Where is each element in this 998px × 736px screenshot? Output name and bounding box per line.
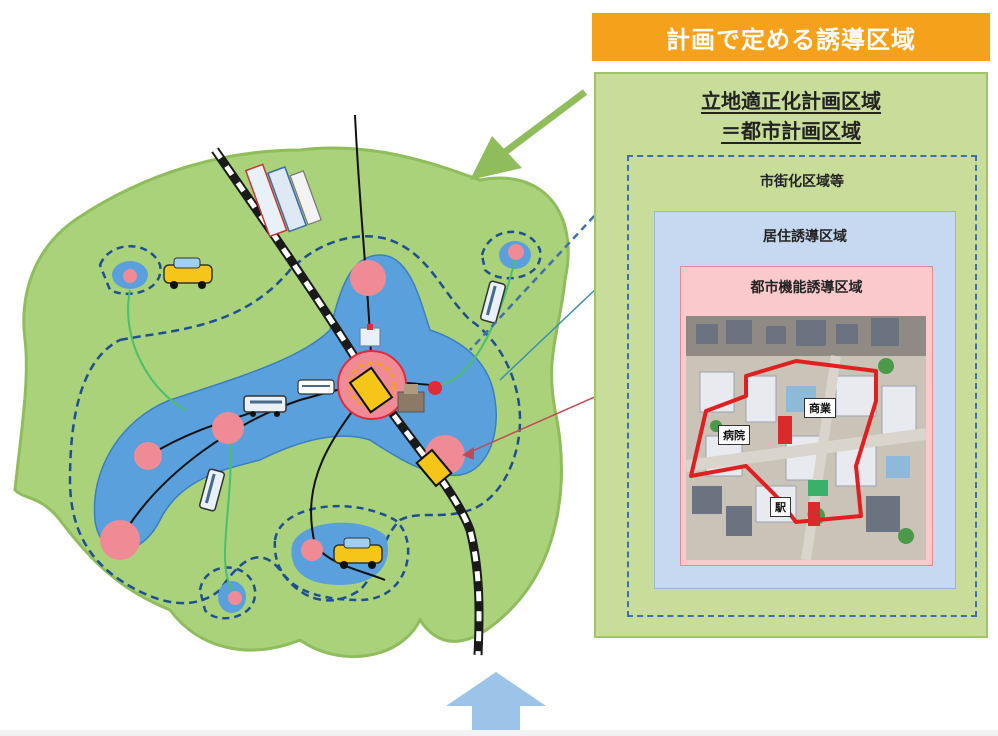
hub xyxy=(100,520,140,560)
hub xyxy=(350,260,386,296)
enclave-boundary-ne xyxy=(480,230,542,280)
urban-function-area-label: 都市機能誘導区域 xyxy=(750,280,863,296)
transit-line xyxy=(127,289,186,411)
road-line xyxy=(149,409,261,456)
planning-area-title-line1: 立地適正化計画区域 xyxy=(701,89,881,113)
building-icon xyxy=(397,384,425,413)
hub xyxy=(123,269,137,283)
planning-area-title: 立地適正化計画区域 ＝都市計画区域 xyxy=(596,86,986,146)
up-arrow xyxy=(446,672,546,736)
bottom-rule xyxy=(0,730,998,736)
station-label: 駅 xyxy=(770,497,791,517)
urbanization-area-label: 市街化区域等 xyxy=(760,174,844,190)
induced-area-banner: 計画で定める誘導区域 xyxy=(592,13,990,61)
hub xyxy=(228,591,242,605)
pointer-arrow-head xyxy=(470,136,522,180)
train-icon xyxy=(348,366,394,414)
urbanization-boundary xyxy=(68,235,522,605)
commerce-label: 商業 xyxy=(804,398,836,418)
red-dot xyxy=(428,381,442,395)
hospital-icon xyxy=(359,324,381,347)
enclave-boundary-se xyxy=(273,504,410,602)
pointer-arrow xyxy=(502,89,588,155)
bus-icon xyxy=(297,379,335,395)
transit-line xyxy=(429,259,516,387)
bus-icon xyxy=(199,468,225,512)
planning-area-title-line2: ＝都市計画区域 xyxy=(721,119,861,143)
hub xyxy=(508,244,524,260)
city-aerial-illustration xyxy=(686,316,926,560)
bus-icon xyxy=(243,395,287,417)
road-line xyxy=(310,384,386,581)
residential-area-label: 居住誘導区域 xyxy=(763,229,847,245)
bus-icon xyxy=(480,280,506,324)
building-icon xyxy=(244,163,322,238)
enclave-boundary-nw xyxy=(98,245,162,295)
transit-line xyxy=(224,429,233,591)
urbanization-area-box: 市街化区域等 xyxy=(627,155,977,617)
hub xyxy=(134,442,162,470)
enclave-boundary-s xyxy=(198,566,257,620)
hospital-label: 病院 xyxy=(718,425,750,445)
train-icon xyxy=(415,448,453,488)
hub xyxy=(212,412,244,444)
taxi-icon xyxy=(163,257,213,289)
taxi-icon xyxy=(333,537,383,569)
hub xyxy=(301,539,323,561)
